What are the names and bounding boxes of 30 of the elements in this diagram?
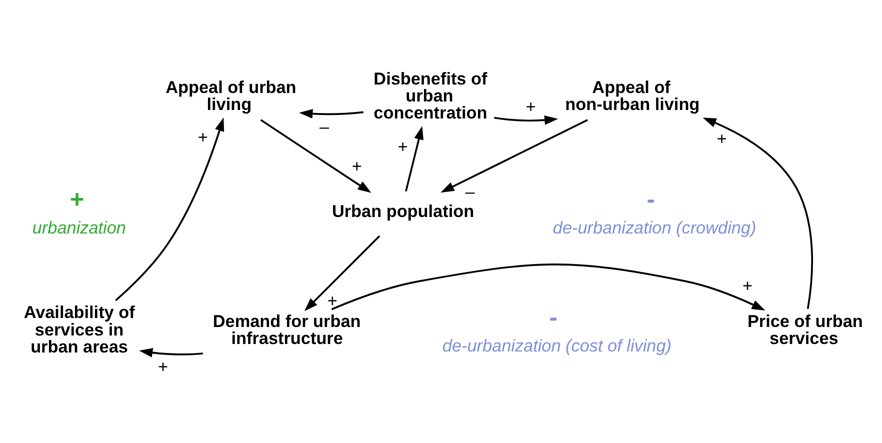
arrow bbox=[330, 263, 765, 310]
edge-label: + bbox=[197, 126, 208, 147]
node-text: Appeal of urban living bbox=[165, 76, 296, 114]
node-text: Price of urban services bbox=[746, 310, 862, 348]
edge-label: + bbox=[397, 136, 408, 156]
arrow bbox=[298, 108, 364, 118]
edge-label: + bbox=[716, 128, 726, 148]
edge-label: + bbox=[157, 356, 168, 376]
node-text: - de-urbanization (crowding) bbox=[552, 186, 756, 237]
node-text: Demand for urban infrastructure bbox=[212, 310, 360, 348]
edge-label: + bbox=[351, 155, 362, 176]
node-text: - de-urbanization (cost of living) bbox=[442, 304, 671, 355]
edge-label: – bbox=[318, 116, 329, 136]
edge-label: + bbox=[525, 96, 536, 116]
arrow bbox=[494, 114, 558, 124]
arrow bbox=[702, 117, 812, 309]
arrow bbox=[114, 117, 224, 301]
edge-label: + bbox=[742, 275, 752, 296]
node-text: Availability of services in urban areas bbox=[23, 302, 134, 356]
arrow bbox=[138, 348, 202, 357]
node-text: Appeal of non-urban living bbox=[564, 76, 700, 114]
node-text: Disbenefits of urban concentration bbox=[373, 68, 487, 122]
arrow bbox=[440, 118, 588, 192]
node-text: Urban population bbox=[331, 200, 474, 220]
edge-label: – bbox=[464, 181, 474, 202]
edge-label: + bbox=[326, 290, 337, 310]
arrow bbox=[304, 234, 380, 311]
node-text: + urbanization bbox=[32, 186, 126, 237]
arrow bbox=[260, 118, 371, 192]
arrow bbox=[404, 125, 423, 192]
